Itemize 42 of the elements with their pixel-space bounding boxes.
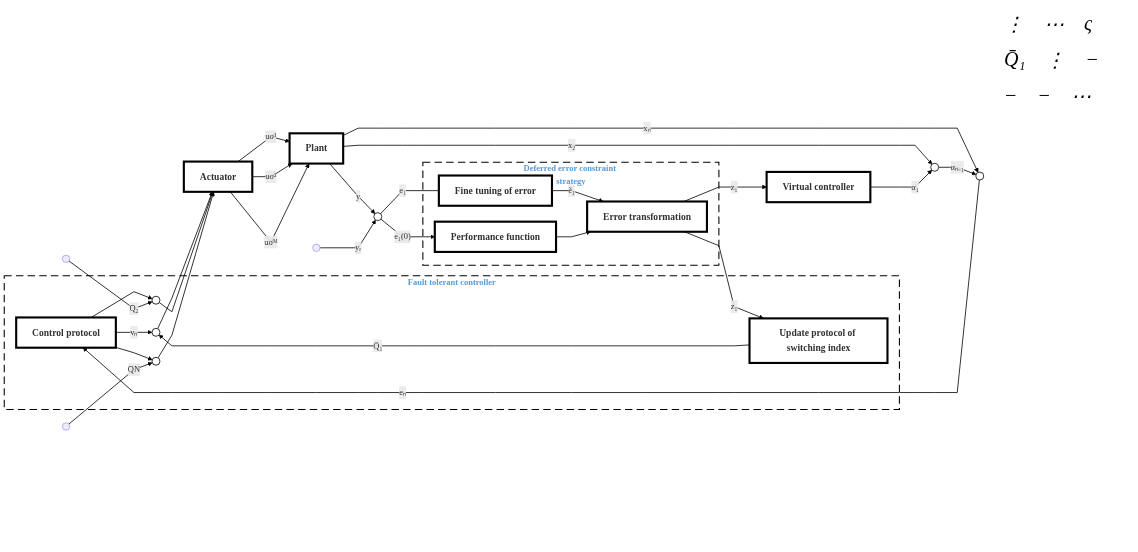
node-box: Update protocol of switching index [748,317,889,364]
edge-label: αₙ₋₁ [950,162,964,172]
node-circle [151,327,161,337]
signal-label: − [1036,83,1052,108]
node-box: Error transformation [586,200,708,233]
edge-label: y [356,191,361,201]
edge-label: xₙ [643,123,651,133]
edge-label: Q̄₂ [129,303,139,313]
edge-label: eₙ [399,387,407,397]
edge-label: yᵣ [355,243,362,253]
edge-label: α₁ [911,182,919,192]
node-box: Plant [288,132,345,165]
edge-label: uσ¹ [265,131,277,142]
edge-label: z₁ [730,182,738,192]
signal-label: ⋮ [1044,48,1067,73]
signal-label: − [1084,47,1100,72]
node-box: Virtual controller [765,170,872,204]
node-circle [151,356,161,366]
node-box: Actuator [182,160,254,193]
edge-label: x₂ [567,140,576,150]
signal-label: ⋮ [1003,12,1025,37]
edge-label: e₁(0) [394,232,411,242]
node-circle [975,171,985,181]
node-box: Performance function [433,220,558,253]
edge-label: e₁ [399,185,406,195]
node-circle [373,212,383,221]
edge-label: Q̄N [127,364,141,374]
signal-label: Q̄₁ [1003,47,1027,72]
node-box: Fine tuning of error [437,174,554,207]
signal-label: − [1003,83,1019,108]
edge-label: Q̄₁ [373,341,383,351]
edge-label: uσ² [265,171,277,181]
node-box: Control protocol [15,316,117,349]
edge-label: vₙ [130,327,138,337]
edge-label: uσᴹ [264,237,278,247]
node-circle [930,162,940,172]
signal-label: ς [1083,11,1094,36]
signal-label: ⋯ [1070,84,1092,109]
edge-label: z₁ [730,301,738,311]
node-circle [151,295,161,305]
edge-label: ẽ₁ [568,185,575,195]
signal-label: ⋯ [1043,12,1065,37]
